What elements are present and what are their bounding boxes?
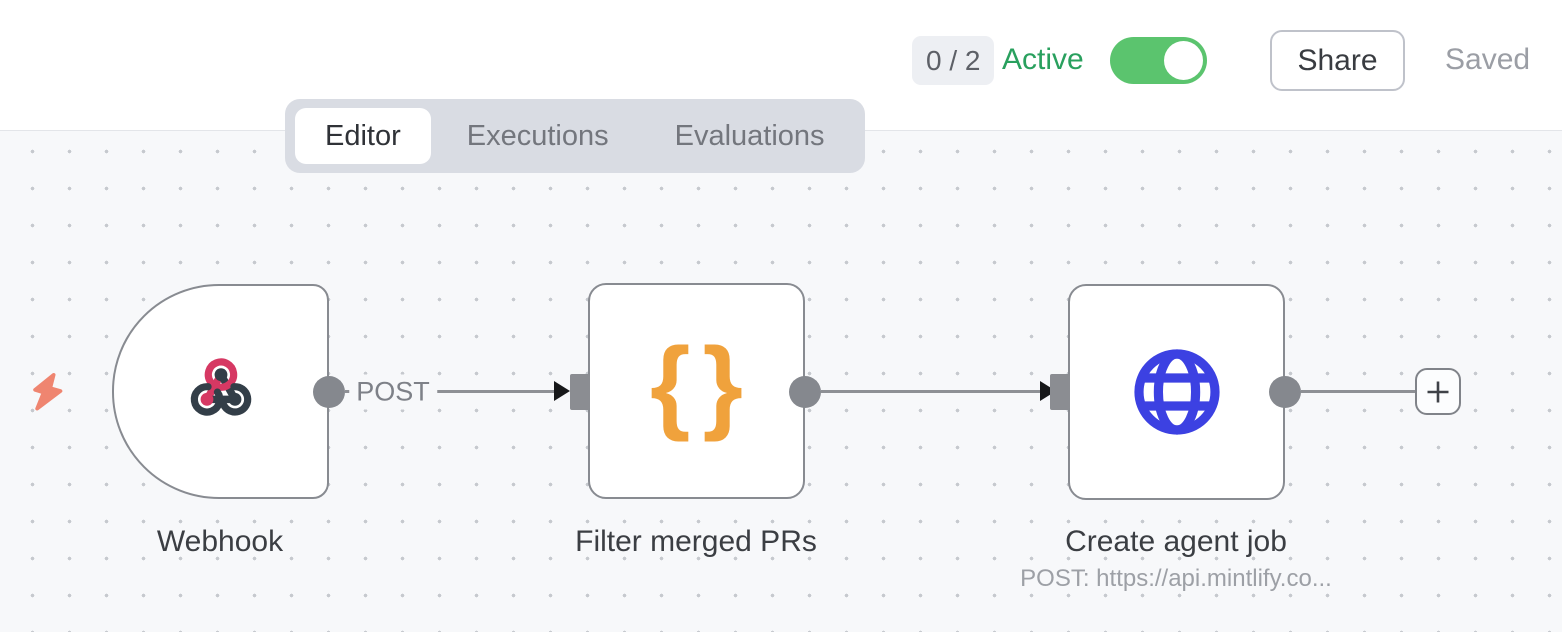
view-tabbar: Editor Executions Evaluations bbox=[285, 99, 865, 173]
edge-post-label: POST bbox=[349, 374, 437, 410]
active-label: Active bbox=[1002, 43, 1084, 76]
webhook-output-handle[interactable] bbox=[313, 376, 345, 408]
node-filter-merged-prs[interactable]: {} bbox=[588, 283, 805, 499]
saved-status: Saved bbox=[1445, 43, 1531, 76]
lightning-bolt-icon bbox=[33, 372, 63, 411]
node-title-filter: Filter merged PRs bbox=[575, 525, 817, 558]
edge-http-to-add[interactable] bbox=[1301, 390, 1415, 393]
filter-output-handle[interactable] bbox=[789, 376, 821, 408]
active-toggle[interactable] bbox=[1110, 37, 1207, 84]
share-button[interactable]: Share bbox=[1270, 30, 1405, 91]
add-node-button[interactable] bbox=[1415, 368, 1461, 415]
node-create-agent-job[interactable] bbox=[1068, 284, 1285, 500]
plus-icon bbox=[1427, 381, 1449, 402]
edge-webhook-to-filter[interactable] bbox=[345, 390, 554, 393]
http-input-handle[interactable] bbox=[1050, 374, 1070, 410]
toggle-knob bbox=[1164, 41, 1203, 80]
tab-evaluations[interactable]: Evaluations bbox=[674, 119, 825, 152]
filter-input-handle[interactable] bbox=[570, 374, 590, 410]
globe-icon bbox=[1133, 349, 1220, 435]
tab-editor[interactable]: Editor bbox=[295, 108, 431, 164]
edge-arrowhead bbox=[554, 381, 570, 401]
node-subtitle-http: POST: https://api.mintlify.co... bbox=[1020, 565, 1332, 592]
http-output-handle[interactable] bbox=[1269, 376, 1301, 408]
node-title-webhook: Webhook bbox=[156, 525, 284, 558]
workflow-canvas[interactable]: POST Webhook {} Filter merged PRs bbox=[0, 131, 1562, 632]
curly-braces-icon: {} bbox=[650, 327, 743, 443]
edge-filter-to-http[interactable] bbox=[821, 390, 1040, 393]
node-webhook[interactable] bbox=[112, 284, 329, 499]
webhook-icon bbox=[190, 357, 251, 416]
issues-count-badge[interactable]: 0 / 2 bbox=[912, 36, 995, 85]
node-title-http: Create agent job bbox=[1065, 525, 1287, 558]
tab-executions[interactable]: Executions bbox=[466, 119, 609, 152]
